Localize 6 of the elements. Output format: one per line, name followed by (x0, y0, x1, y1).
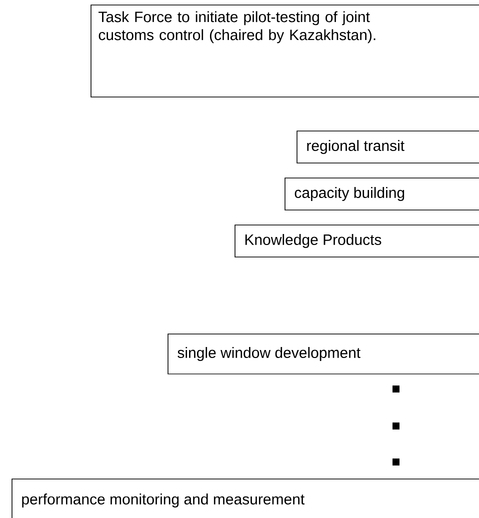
text-box: regional transit (296, 130, 479, 164)
text-box: capacity building (284, 178, 479, 210)
text-box: single window development (168, 334, 479, 374)
text-box: Knowledge Products (234, 224, 479, 258)
text-box: performance monitoring and measurement (12, 478, 479, 518)
text-box: Task Force to initiate pilot-testing of joint customs control (chaired by Kazakhstan). (90, 4, 479, 98)
